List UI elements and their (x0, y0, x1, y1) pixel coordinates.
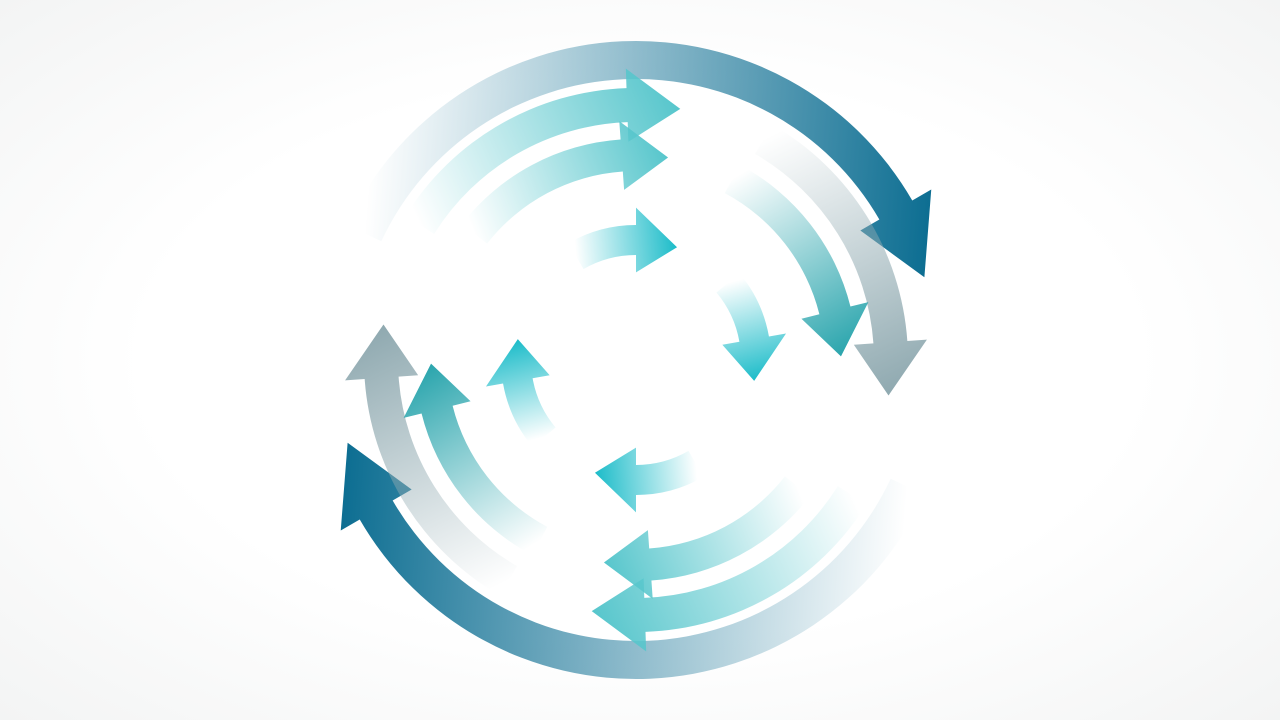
inner-arrow-bottom (594, 447, 704, 513)
outer-arrow-bottom-left (340, 442, 926, 679)
second-arrow-bottom (591, 486, 867, 652)
third-arrow-bottom (603, 476, 811, 599)
second-arrow-left (345, 324, 517, 596)
inner-arrow-right (716, 273, 787, 381)
second-arrow-top (405, 68, 681, 234)
inner-arrow-top (568, 207, 678, 273)
third-arrow-top (461, 121, 669, 244)
inner-arrow-left (485, 339, 556, 447)
second-arrow-right (755, 124, 927, 396)
third-arrow-right (724, 164, 869, 357)
outer-arrow-top-right (346, 41, 932, 278)
third-arrow-left (403, 363, 548, 556)
